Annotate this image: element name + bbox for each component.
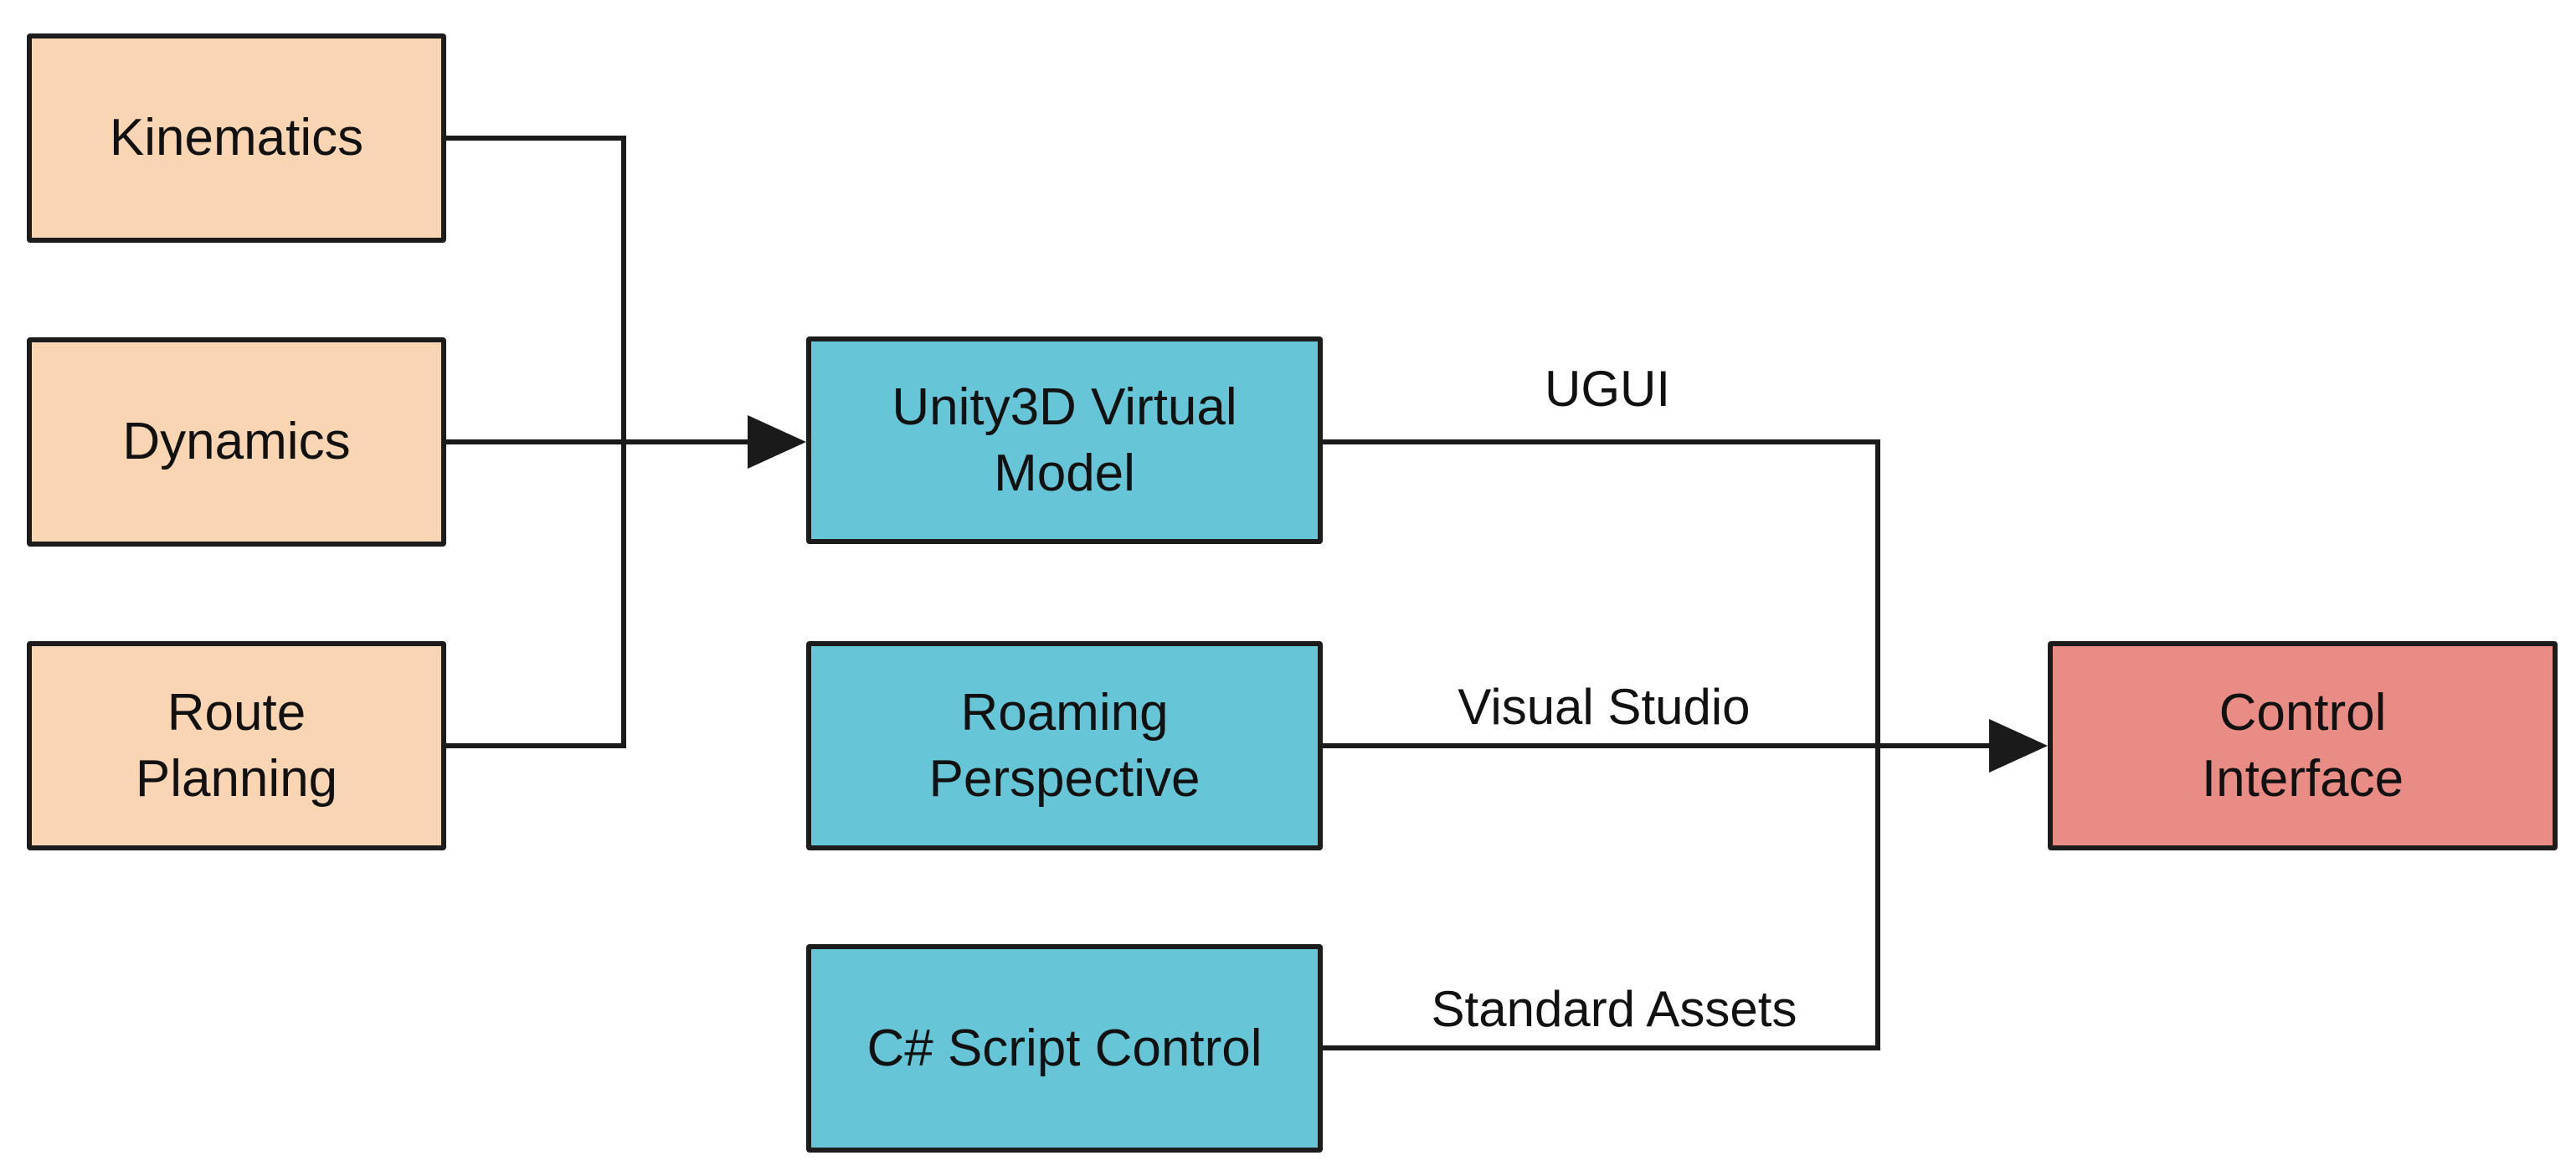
node-route-planning: Route Planning [27,641,446,850]
arrowhead-into-control-interface [1989,719,2048,773]
arrowhead-into-unity [748,415,806,469]
connector-ugui-horizontal [1323,439,1880,444]
node-control-interface-label: Control Interface [2201,683,2404,808]
node-roaming-perspective-label: Roaming Perspective [928,683,1201,808]
node-csharp-script-control-label: C# Script Control [866,1019,1262,1077]
node-kinematics-label: Kinematics [109,109,364,167]
node-dynamics-label: Dynamics [122,413,351,471]
node-dynamics: Dynamics [27,337,446,547]
node-kinematics: Kinematics [27,33,446,243]
connector-kinematics-horizontal [446,136,624,141]
edge-label-standard-assets: Standard Assets [1431,981,1797,1037]
connector-visual-studio-horizontal [1323,743,1989,748]
node-unity3d-virtual-model-label: Unity3D Virtual Model [892,377,1237,502]
node-roaming-perspective: Roaming Perspective [806,641,1323,850]
node-unity3d-virtual-model: Unity3D Virtual Model [806,336,1323,544]
edge-label-ugui: UGUI [1545,361,1670,417]
connector-standard-assets-horizontal [1323,1045,1880,1050]
connector-dynamics-to-unity [446,439,748,444]
node-control-interface: Control Interface [2048,641,2558,850]
node-route-planning-label: Route Planning [135,683,338,808]
edge-label-visual-studio: Visual Studio [1458,679,1751,735]
node-csharp-script-control: C# Script Control [806,944,1323,1153]
connector-route-planning-horizontal [446,743,624,748]
